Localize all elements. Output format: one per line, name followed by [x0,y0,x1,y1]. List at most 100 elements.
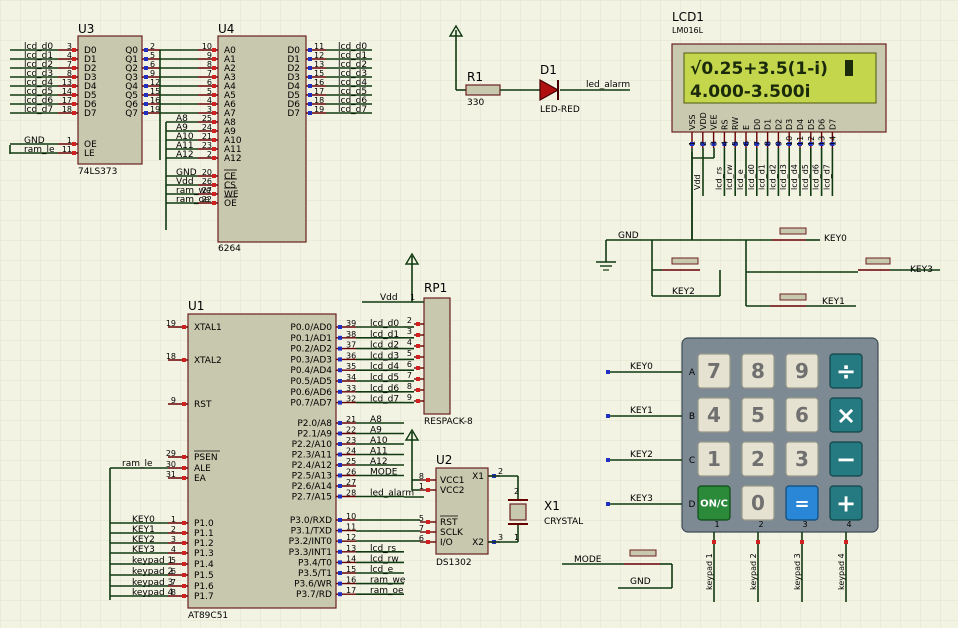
power-arrow-icon [448,24,464,37]
u4-pin-name: A0 [224,46,236,56]
u4-net: GND [176,168,197,178]
keypad-row-wire [606,414,682,418]
u4-pin-num: 19 [314,105,324,114]
key0-button[interactable]: KEY0 [772,227,847,244]
keypad-key[interactable]: 0 [741,485,775,521]
u1-pin-num: 30 [166,460,176,469]
key-label: + [836,489,856,517]
u1-pin-num: 19 [166,319,176,328]
u2-pin-name: VCC1 [440,476,464,486]
rp1-pin-num: 8 [407,382,412,391]
u3-net: lcd_d6 [24,96,53,106]
keypad-key[interactable]: ON/C [697,485,731,521]
pin-marker [800,540,804,544]
u4-net: lcd_d2 [338,60,367,70]
u1-net: MODE [370,468,398,478]
keypad-col-label: 1 [714,520,719,529]
keypad-key[interactable]: − [829,441,863,477]
u4-pin-num: 21 [202,132,212,141]
pin-marker [212,147,216,151]
u1-pin-num: 16 [346,576,356,585]
u3-net: lcd_d4 [24,78,53,88]
u4-pin-name: WE [224,190,239,200]
u2-ref: U2 [436,453,452,467]
u4-net: A12 [176,150,194,160]
u3-pin-num: 14 [62,87,72,96]
u1-net: KEY2 [132,535,155,545]
key3-button[interactable]: KEY3 [858,257,933,275]
keypad-key[interactable]: 7 [697,353,731,389]
u4-net: lcd_d4 [338,78,367,88]
lcd-pin-name: RS [720,119,729,130]
keypad-key[interactable]: 1 [697,441,731,477]
u1-net: lcd_d5 [370,373,399,383]
key-label: 2 [751,447,765,471]
keypad-key[interactable]: 5 [741,397,775,433]
u1-net: lcd_d0 [370,319,399,329]
u1-pin-name: P2.7/A15 [292,493,332,503]
u4-pin-num: 17 [314,87,324,96]
pin-marker [308,102,312,106]
keypad-key[interactable]: ÷ [829,353,863,389]
pin-marker [212,66,216,70]
pin-marker [212,93,216,97]
keypad-key[interactable]: 3 [785,441,819,477]
r1-resistor[interactable]: R1 330 [448,24,540,108]
keypad-key[interactable]: × [829,397,863,433]
pin-marker [711,142,716,146]
pin-marker [212,48,216,52]
u4-pin-name: A11 [224,145,242,155]
pin-marker [72,142,76,146]
keypad-key[interactable]: 4 [697,397,731,433]
key2-button[interactable]: KEY2 [662,257,700,297]
u2-pin-name: I/O [440,538,453,548]
u1-pin-num: 1 [171,515,176,524]
mode-button[interactable]: MODE GND [562,549,673,589]
u3-pin-num: 9 [150,69,155,78]
pin-marker [338,549,342,554]
x1-crystal[interactable]: X1 CRYSTAL 2 1 [488,475,583,543]
keypad-key[interactable]: + [829,485,863,521]
u3-pin-name: D3 [84,73,97,83]
u3-pin-num: 3 [67,42,72,51]
lcd-net: lcd_e [736,169,745,190]
u3-latch[interactable]: U3 74LS373 D03lcd_d0D14lcd_d1D27lcd_d2D3… [9,22,198,177]
keypad-key[interactable]: 2 [741,441,775,477]
u1-pin-name: P3.6/WR [294,580,332,590]
u1-pin-num: 28 [346,489,356,498]
u3-pin-name: D7 [84,109,97,119]
pin-marker [308,93,312,97]
u4-pin-num: 20 [202,168,212,177]
d1-led[interactable]: D1 LED-RED led_alarm [539,63,630,115]
u1-net: A10 [370,436,388,446]
u1-pin-name: P1.7 [194,592,214,602]
keypad-key[interactable]: 8 [741,353,775,389]
pin-marker [733,142,738,146]
pin-marker [182,402,186,406]
lcd-type: LM016L [672,26,704,35]
keypad-key[interactable]: 6 [785,397,819,433]
u3-pin-num: 8 [67,69,72,78]
key1-button[interactable]: KEY1 [770,293,845,307]
keypad-row-label: A [689,368,696,378]
lcd-module[interactable]: LCD1 LM016L √0.25+3.5(1-i) 4.000-3.500i … [671,10,887,240]
key-switches[interactable]: GND KEY0 KEY1 KEY2 KEY3 [596,152,940,307]
pin-marker [808,142,813,146]
u1-pin-num: 15 [346,565,356,574]
lcd-net: lcd_rw [725,164,734,190]
pin-marker [416,333,420,337]
u1-mcu[interactable]: U1 AT89C51 XTAL119XTAL218RST9PSEN29ALE30… [109,299,424,621]
keypad-key[interactable]: 9 [785,353,819,389]
pin-marker [426,488,430,492]
pin-marker [338,528,342,533]
pin-marker [338,389,342,394]
u3-pin-num: 2 [150,42,155,51]
u4-sram[interactable]: U4 6264 A010A19A28A37A46A55A64A73A825A8A… [165,22,372,254]
pin-marker [338,592,342,597]
u3-pin-name: Q2 [125,64,138,74]
keypad-key[interactable]: = [785,485,819,521]
